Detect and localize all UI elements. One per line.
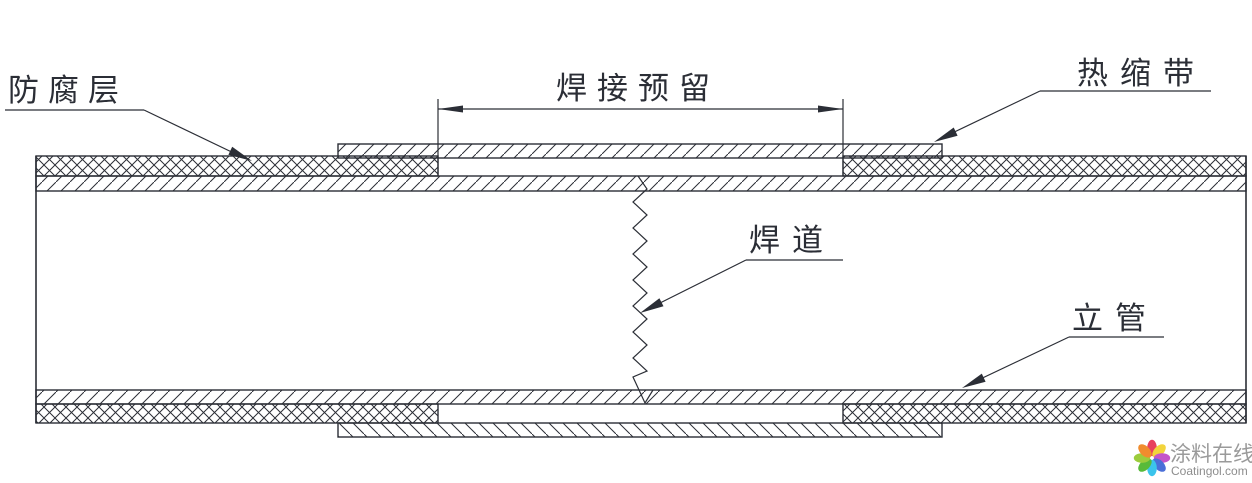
anticorrosion-coating-top-left <box>35 155 439 177</box>
anticorrosion-layer-label: 防腐层 <box>8 73 128 108</box>
callout-anticorrosion-layer: 防腐层 <box>5 73 252 161</box>
watermark-site-url: Coatingol.com <box>1171 464 1248 478</box>
callout-riser-pipe: 立管 <box>962 301 1164 388</box>
leader-arrow-icon <box>228 146 252 161</box>
riser-pipe-label: 立管 <box>1072 301 1158 336</box>
pipe-structure <box>35 143 1247 438</box>
anticorrosion-coating-bottom-right <box>842 403 1247 424</box>
watermark-site-name: 涂料在线 <box>1170 443 1252 466</box>
leader-line <box>651 259 747 308</box>
heat-shrink-band-top <box>337 143 943 159</box>
weld-bead-label: 焊道 <box>749 223 835 258</box>
leader-line <box>945 90 1041 137</box>
leader-line <box>143 109 241 157</box>
leader-line <box>973 336 1070 383</box>
welding-reserve-label: 焊接预留 <box>556 71 720 106</box>
callout-heat-shrink-band: 热缩带 <box>934 56 1211 142</box>
leader-arrow-icon <box>962 373 986 388</box>
weld-bead-zigzag <box>632 175 654 405</box>
anticorrosion-coating-bottom-left <box>35 403 439 424</box>
coatingol-logo-icon <box>1133 439 1171 477</box>
dimension-arrow-left-icon <box>438 105 463 113</box>
leader-arrow-icon <box>934 127 958 142</box>
dimension-arrow-right-icon <box>818 105 843 113</box>
pipe-wall-bottom <box>35 389 1247 405</box>
pipe-wall-top <box>35 175 1247 192</box>
watermark: 涂料在线 Coatingol.com <box>1133 439 1252 478</box>
heat-shrink-band-label: 热缩带 <box>1077 56 1206 91</box>
leader-arrow-icon <box>640 298 664 313</box>
dimension-welding-reserve: 焊接预留 <box>437 71 844 176</box>
heat-shrink-band-bottom <box>337 422 943 438</box>
anticorrosion-coating-top-right <box>842 155 1247 177</box>
callout-weld-bead: 焊道 <box>640 223 843 313</box>
logo-petal <box>1138 444 1152 458</box>
